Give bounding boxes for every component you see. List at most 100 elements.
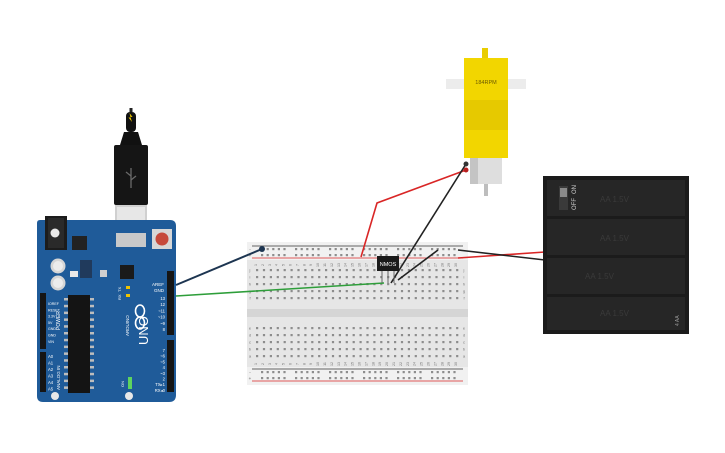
breadboard-hole[interactable] <box>373 348 376 351</box>
breadboard-hole[interactable] <box>276 348 279 351</box>
digital-header-low[interactable] <box>167 340 174 392</box>
breadboard-hole[interactable] <box>428 290 431 293</box>
analog-header[interactable] <box>40 352 46 392</box>
breadboard-hole[interactable] <box>283 341 286 344</box>
breadboard-hole[interactable] <box>359 334 362 337</box>
rail-hole[interactable] <box>442 377 445 380</box>
power-header[interactable] <box>40 293 46 349</box>
usb-cable[interactable] <box>114 108 148 233</box>
wire-green-signal[interactable] <box>175 282 385 297</box>
breadboard-hole[interactable] <box>352 276 355 279</box>
breadboard-hole[interactable] <box>325 283 328 286</box>
rail-hole[interactable] <box>419 248 422 251</box>
wire-black-battery[interactable] <box>457 249 546 261</box>
rail-hole[interactable] <box>295 248 298 251</box>
breadboard-hole[interactable] <box>373 290 376 293</box>
breadboard-hole[interactable] <box>414 276 417 279</box>
breadboard-hole[interactable] <box>283 290 286 293</box>
breadboard-hole[interactable] <box>366 269 369 272</box>
breadboard-hole[interactable] <box>262 327 266 330</box>
breadboard-hole[interactable] <box>345 276 348 279</box>
breadboard-hole[interactable] <box>366 276 369 279</box>
breadboard-hole[interactable] <box>338 341 341 344</box>
rail-hole[interactable] <box>431 371 434 374</box>
rail-hole[interactable] <box>272 377 275 380</box>
breadboard-hole[interactable] <box>290 297 293 300</box>
breadboard-hole[interactable] <box>359 348 362 351</box>
breadboard-hole[interactable] <box>359 341 362 344</box>
rail-hole[interactable] <box>402 248 405 251</box>
breadboard-hole[interactable] <box>318 283 321 286</box>
breadboard-hole[interactable] <box>325 348 328 351</box>
breadboard-hole[interactable] <box>345 355 348 358</box>
rail-hole[interactable] <box>368 377 371 380</box>
rail-hole[interactable] <box>295 254 298 257</box>
breadboard-hole[interactable] <box>428 348 431 351</box>
breadboard-hole[interactable] <box>442 290 445 293</box>
breadboard-hole[interactable] <box>421 334 424 337</box>
breadboard-hole[interactable] <box>435 276 438 279</box>
rail-hole[interactable] <box>402 377 405 380</box>
rail-hole[interactable] <box>408 248 411 251</box>
breadboard-hole[interactable] <box>456 348 459 351</box>
rail-hole[interactable] <box>385 377 388 380</box>
breadboard-hole[interactable] <box>290 290 293 293</box>
rail-hole[interactable] <box>447 254 450 257</box>
breadboard-hole[interactable] <box>269 355 272 358</box>
breadboard-hole[interactable] <box>345 348 348 351</box>
breadboard-hole[interactable] <box>318 276 321 279</box>
breadboard-hole[interactable] <box>290 283 293 286</box>
rail-hole[interactable] <box>261 371 264 374</box>
breadboard-hole[interactable] <box>318 269 321 272</box>
breadboard-hole[interactable] <box>331 341 335 344</box>
breadboard-hole[interactable] <box>449 341 452 344</box>
breadboard-hole[interactable] <box>318 341 321 344</box>
breadboard-hole[interactable] <box>262 276 266 279</box>
breadboard-hole[interactable] <box>407 355 410 358</box>
rail-hole[interactable] <box>436 248 439 251</box>
breadboard-hole[interactable] <box>428 355 431 358</box>
rail-hole[interactable] <box>334 248 337 251</box>
breadboard-hole[interactable] <box>387 327 390 330</box>
breadboard-hole[interactable] <box>407 341 410 344</box>
rail-hole[interactable] <box>379 248 382 251</box>
breadboard-hole[interactable] <box>407 327 410 330</box>
nmos-transistor[interactable]: NMOS <box>377 256 399 283</box>
breadboard-hole[interactable] <box>352 341 355 344</box>
rail-hole[interactable] <box>295 371 298 374</box>
breadboard-hole[interactable] <box>256 283 259 286</box>
digital-header-high[interactable] <box>167 271 174 335</box>
breadboard-hole[interactable] <box>304 327 307 330</box>
breadboard-hole[interactable] <box>394 348 397 351</box>
rail-hole[interactable] <box>329 254 332 257</box>
rail-hole[interactable] <box>363 371 366 374</box>
breadboard-hole[interactable] <box>318 334 321 337</box>
breadboard-hole[interactable] <box>304 355 307 358</box>
breadboard-hole[interactable] <box>366 334 369 337</box>
breadboard-hole[interactable] <box>456 355 459 358</box>
rail-hole[interactable] <box>447 377 450 380</box>
rail-hole[interactable] <box>368 371 371 374</box>
breadboard-hole[interactable] <box>311 355 314 358</box>
breadboard-hole[interactable] <box>435 341 438 344</box>
breadboard-hole[interactable] <box>297 341 300 344</box>
breadboard-hole[interactable] <box>380 276 383 279</box>
breadboard-hole[interactable] <box>276 297 279 300</box>
breadboard-hole[interactable] <box>442 283 445 286</box>
breadboard-hole[interactable] <box>304 276 307 279</box>
breadboard-hole[interactable] <box>276 276 279 279</box>
breadboard-hole[interactable] <box>269 269 272 272</box>
rail-hole[interactable] <box>334 254 337 257</box>
breadboard-hole[interactable] <box>359 290 362 293</box>
breadboard-hole[interactable] <box>442 341 445 344</box>
breadboard-hole[interactable] <box>325 355 328 358</box>
breadboard-hole[interactable] <box>366 348 369 351</box>
breadboard-hole[interactable] <box>428 334 431 337</box>
breadboard-hole[interactable] <box>269 348 272 351</box>
rail-hole[interactable] <box>261 377 264 380</box>
rail-hole[interactable] <box>266 254 269 257</box>
breadboard-hole[interactable] <box>256 341 259 344</box>
rail-hole[interactable] <box>385 248 388 251</box>
breadboard-hole[interactable] <box>366 355 369 358</box>
breadboard-hole[interactable] <box>449 290 452 293</box>
